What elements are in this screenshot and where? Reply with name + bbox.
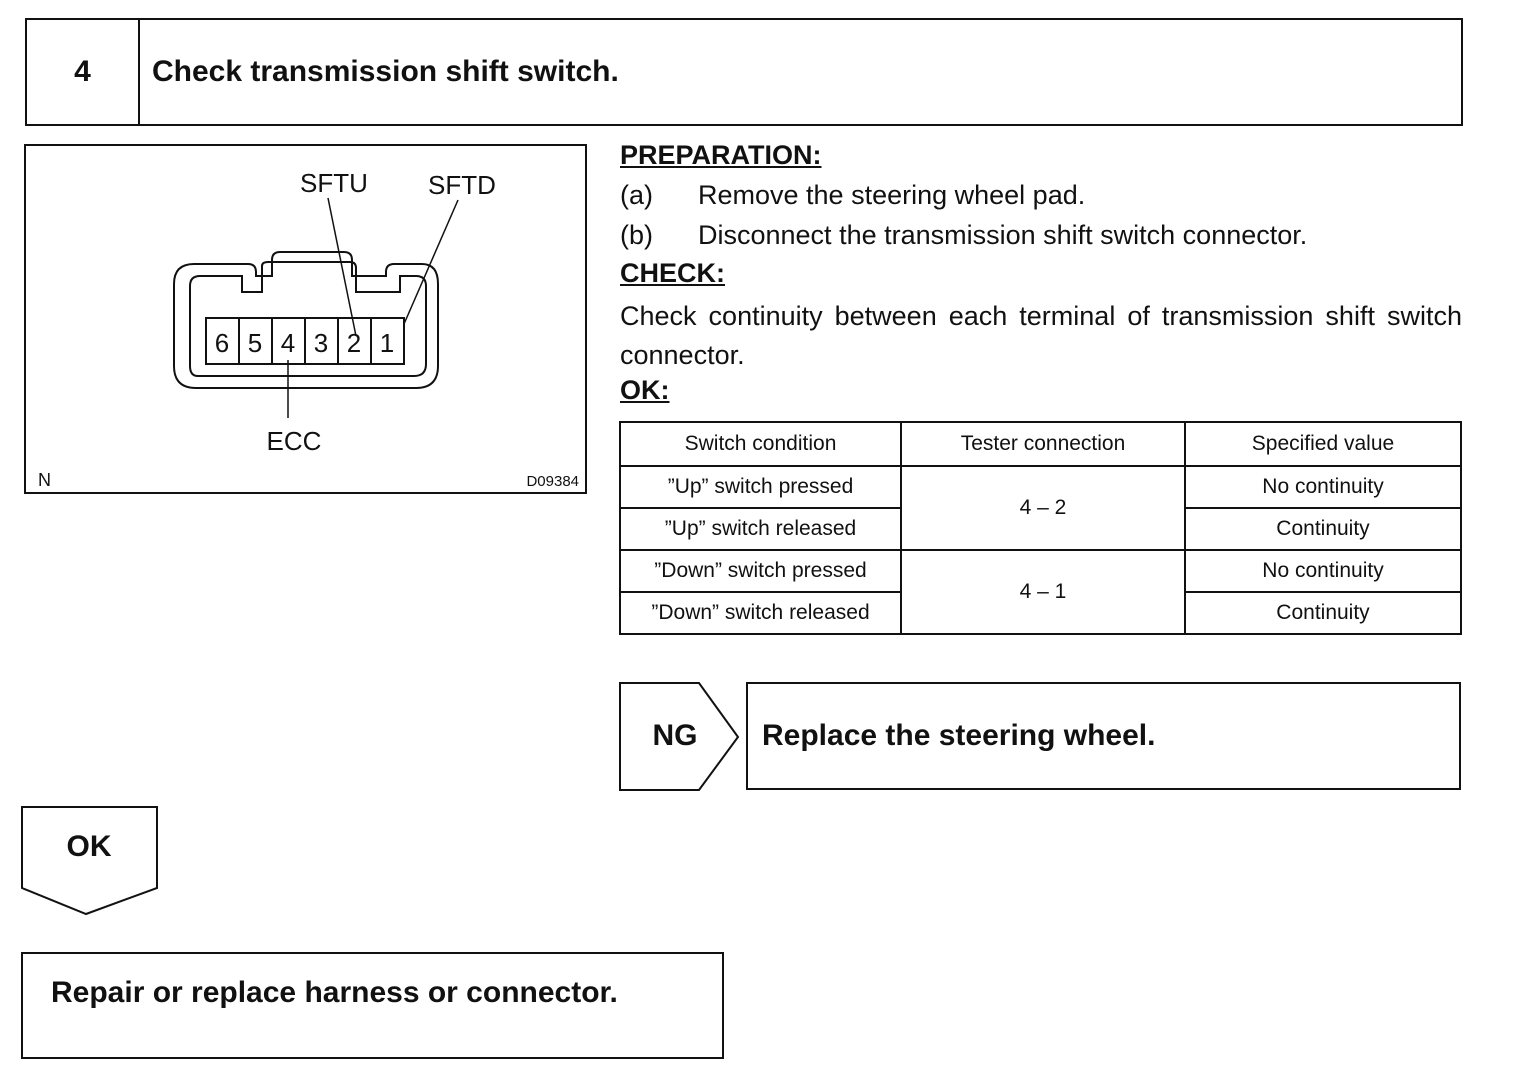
figure-code: D09384 bbox=[526, 473, 579, 490]
terminal-1: 1 bbox=[380, 328, 394, 358]
step-text: Remove the steering wheel pad. bbox=[698, 180, 1086, 210]
cell-condition: ”Down” switch released bbox=[619, 591, 902, 635]
cell-connection: 4 – 1 bbox=[900, 549, 1186, 635]
terminal-5: 5 bbox=[248, 328, 262, 358]
connector-illustration: 6 5 4 3 2 1 SFTU SFTD ECC N D09384 bbox=[38, 168, 579, 490]
ok-label: OK bbox=[66, 830, 112, 863]
cell-condition: ”Down” switch pressed bbox=[619, 549, 902, 593]
cell-value: No continuity bbox=[1184, 465, 1462, 509]
ok-arrow-shape bbox=[21, 806, 158, 916]
corner-mark: N bbox=[38, 470, 51, 490]
ng-label: NG bbox=[652, 719, 698, 752]
header-tester-connection: Tester connection bbox=[900, 421, 1186, 467]
sftd-leader bbox=[403, 199, 459, 325]
cell-condition: ”Up” switch released bbox=[619, 507, 902, 551]
specification-table: Switch condition Tester connection Speci… bbox=[619, 421, 1462, 635]
label-sftd: SFTD bbox=[428, 170, 496, 200]
terminal-2: 2 bbox=[347, 328, 361, 358]
step-marker: (b) bbox=[620, 220, 653, 250]
check-instruction: Check continuity between each terminal o… bbox=[620, 301, 1462, 370]
ng-arrow-shape bbox=[619, 682, 740, 791]
step-title: Check transmission shift switch. bbox=[152, 55, 619, 88]
step-header: 4 Check transmission shift switch. bbox=[25, 18, 1463, 126]
header-switch-condition: Switch condition bbox=[619, 421, 902, 467]
cell-connection: 4 – 2 bbox=[900, 465, 1186, 551]
terminal-4: 4 bbox=[281, 328, 295, 358]
table-row: ”Up” switch pressed 4 – 2 No continuity bbox=[619, 465, 1462, 551]
step-marker: (a) bbox=[620, 180, 653, 210]
preparation-step-a: (a) Remove the steering wheel pad. bbox=[620, 180, 1085, 211]
table-row: ”Up” switch released Continuity bbox=[619, 507, 1462, 551]
terminal-6: 6 bbox=[215, 328, 229, 358]
step-text: Disconnect the transmission shift switch… bbox=[698, 220, 1308, 250]
ok-heading: OK: bbox=[620, 375, 670, 405]
table-row: ”Down” switch pressed 4 – 1 No continuit… bbox=[619, 549, 1462, 635]
cell-condition: ”Up” switch pressed bbox=[619, 465, 902, 509]
label-ecc: ECC bbox=[267, 426, 322, 456]
cell-value: No continuity bbox=[1184, 549, 1462, 593]
ok-action-box: Repair or replace harness or connector. bbox=[21, 952, 724, 1059]
table-header-row: Switch condition Tester connection Speci… bbox=[619, 421, 1462, 467]
table-row: ”Down” switch released Continuity bbox=[619, 591, 1462, 635]
terminal-3: 3 bbox=[314, 328, 328, 358]
cell-value: Continuity bbox=[1184, 507, 1462, 551]
cell-value: Continuity bbox=[1184, 591, 1462, 635]
step-number: 4 bbox=[27, 20, 140, 124]
preparation-heading: PREPARATION: bbox=[620, 140, 822, 170]
check-heading: CHECK: bbox=[620, 258, 725, 288]
preparation-step-b: (b) Disconnect the transmission shift swi… bbox=[620, 220, 1307, 251]
label-sftu: SFTU bbox=[300, 168, 368, 198]
connector-diagram: 6 5 4 3 2 1 SFTU SFTD ECC N D09384 bbox=[24, 144, 587, 494]
header-specified-value: Specified value bbox=[1184, 421, 1462, 467]
ng-action-box: Replace the steering wheel. bbox=[746, 682, 1461, 790]
sftu-leader bbox=[327, 197, 357, 337]
